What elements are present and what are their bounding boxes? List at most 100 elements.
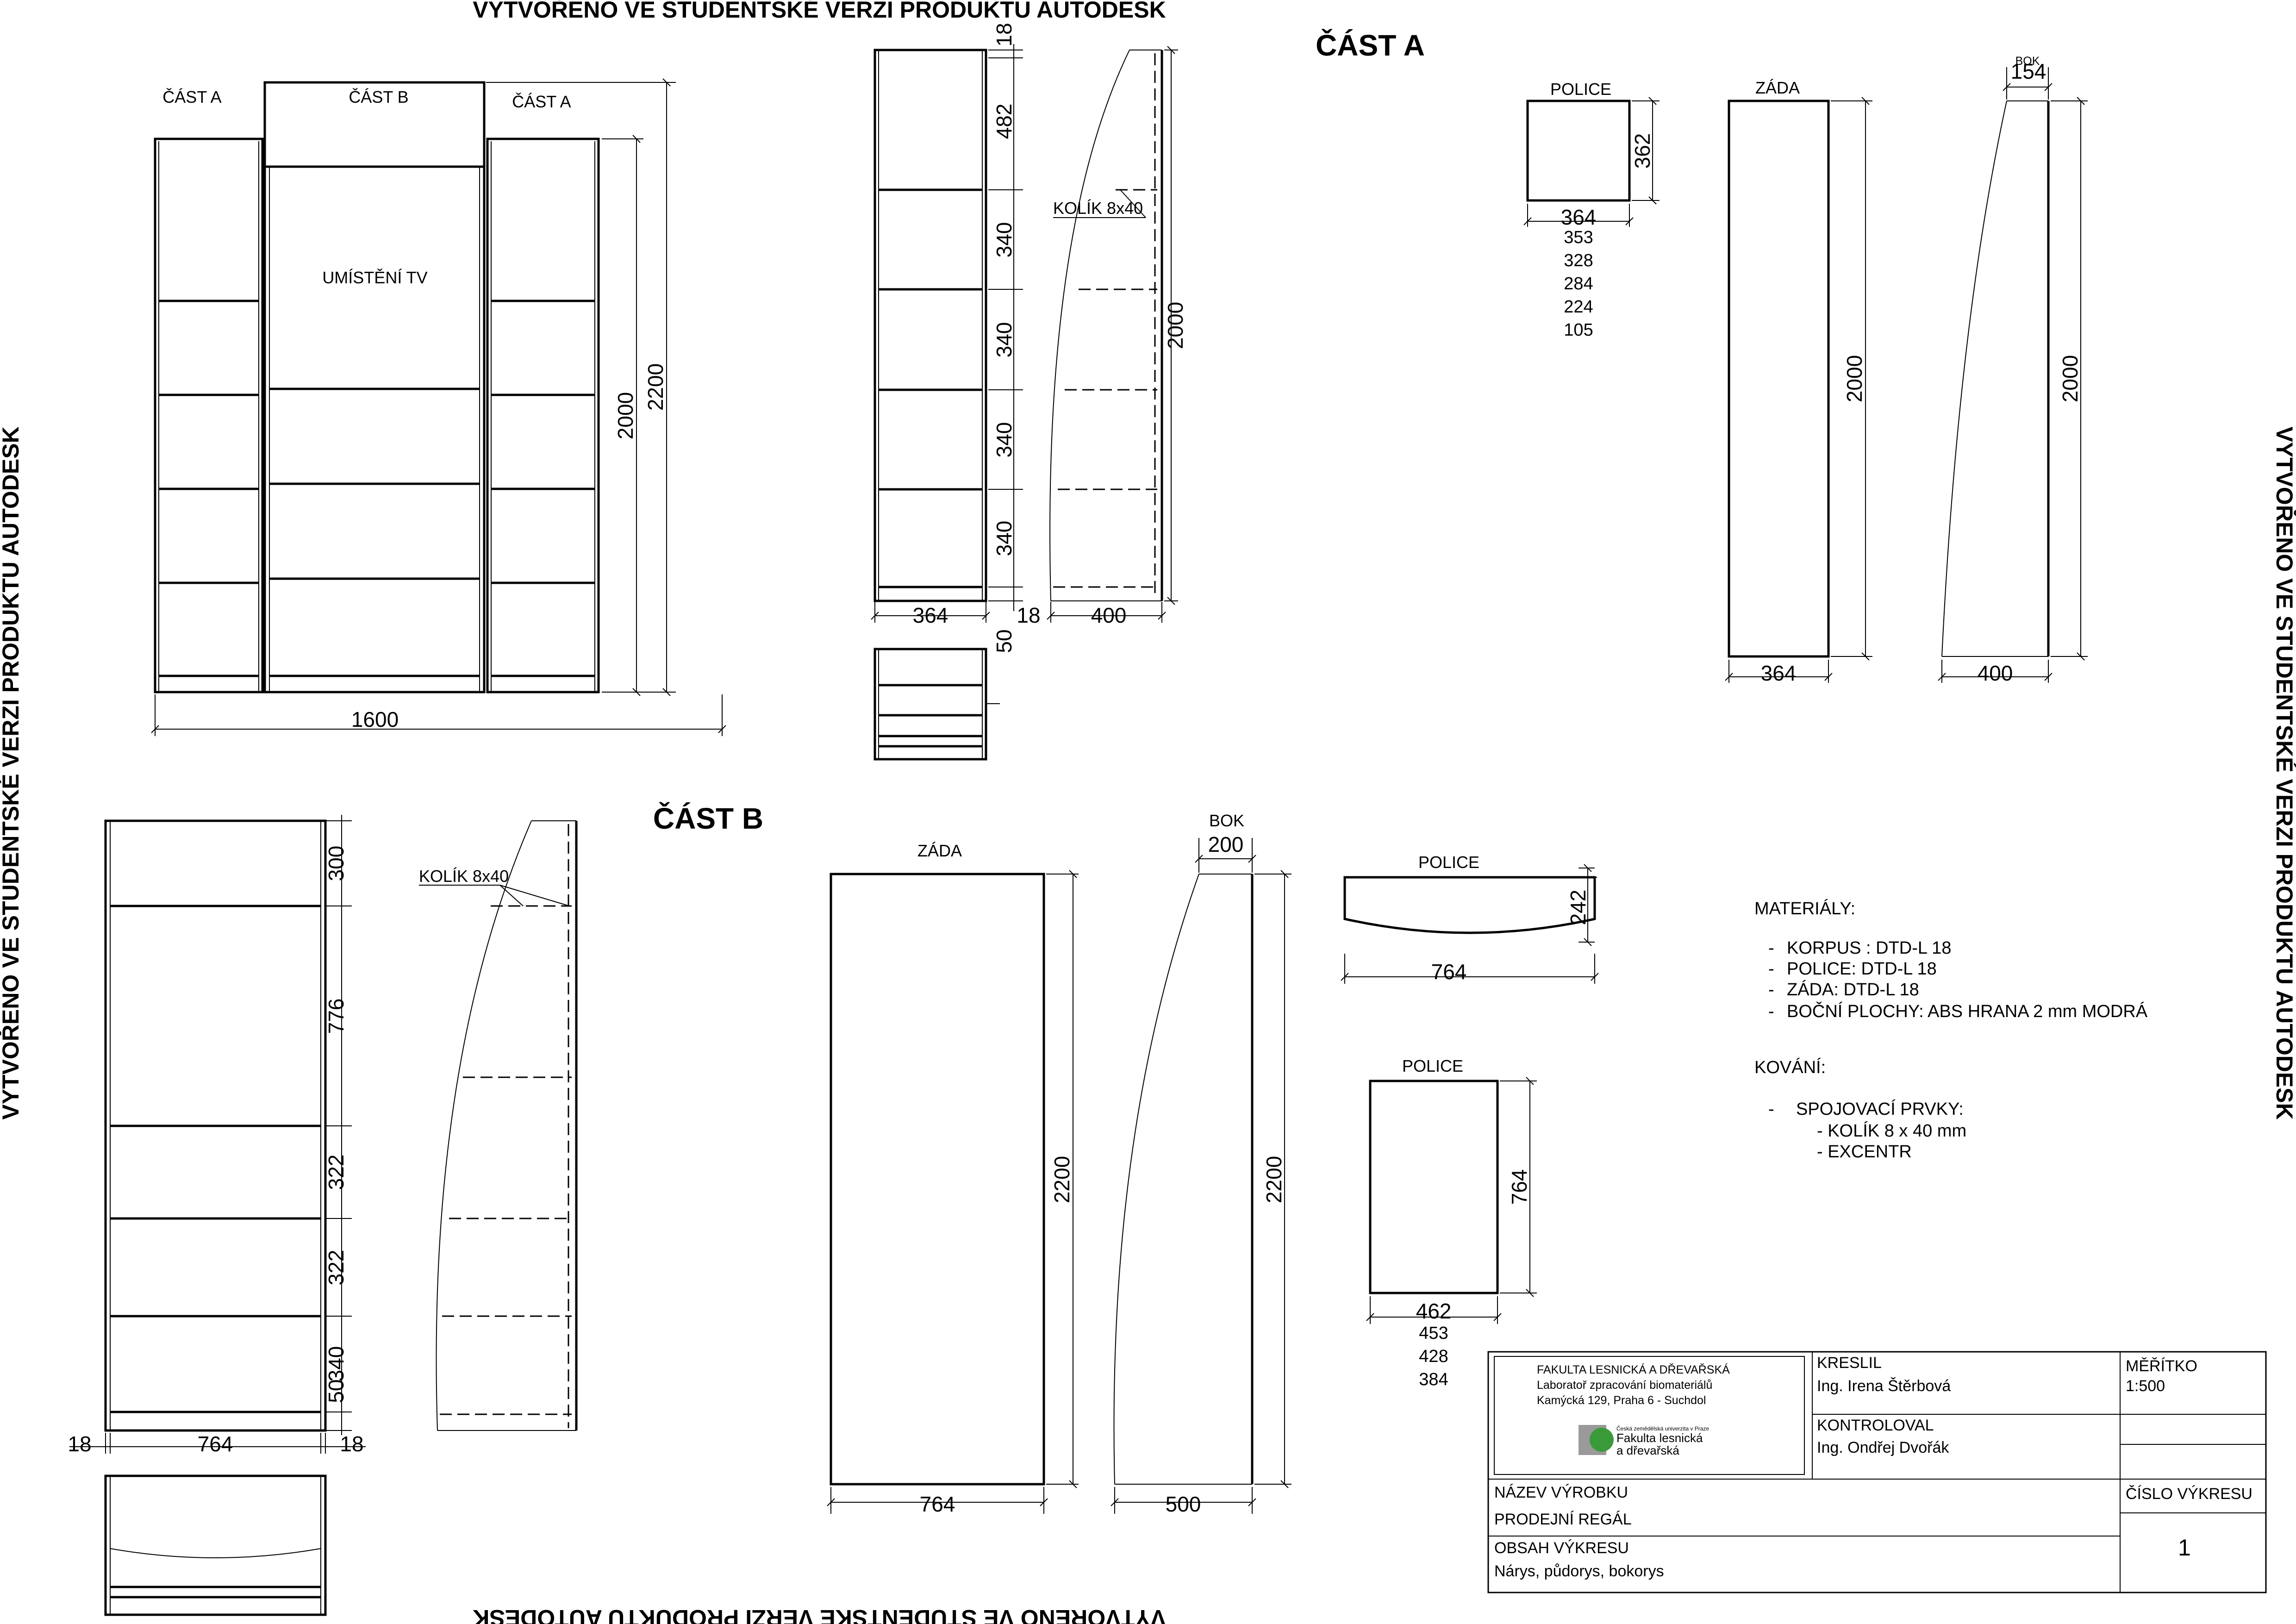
- tb-address: Kamýcká 129, Praha 6 - Suchdol: [1537, 1394, 1706, 1407]
- part-b-shelf1-width-dim: 764: [1431, 960, 1467, 984]
- part-a-carcass: [873, 49, 987, 602]
- part-a-bok-height-dim: 2000: [2058, 355, 2082, 402]
- front-module-right: [486, 137, 600, 693]
- part-b-bok-width-dim: 500: [1166, 1492, 1201, 1516]
- part-b-shelf3-dim: 322: [324, 1155, 348, 1190]
- part-b-bottom-dim: 50: [324, 1379, 348, 1403]
- tb-cislo-label: ČÍSLO VÝKRESU: [2126, 1485, 2252, 1503]
- materials-item-3: ZÁDA: DTD-L 18: [1787, 980, 1919, 999]
- watermark-right: VYTVOŘENO VE STUDENTSKÉ VERZI PRODUKTU A…: [2271, 426, 2296, 1119]
- front-label-part-b: ČÁST B: [349, 87, 408, 106]
- part-a-side-view: KOLÍK 8x40 2000 400: [1047, 46, 1187, 627]
- part-b-bok-top-dim: 200: [1208, 832, 1244, 856]
- part-a-plan-view: [873, 648, 1000, 761]
- part-a-shelf-piece: POLICE 362 364 353 328 284 224 105: [1523, 80, 1660, 340]
- part-a-shelf-height-dim: 362: [1630, 133, 1654, 169]
- part-a-shelf-list-1: 353: [1564, 228, 1593, 247]
- part-b-dowel-label: KOLÍK 8x40: [419, 867, 509, 886]
- materials-bullet-2: -: [1768, 959, 1774, 979]
- tb-kreslil-label: KRESLIL: [1817, 1354, 1882, 1372]
- watermark-top: VYTVOŘENO VE STUDENTSKÉ VERZI PRODUKTU A…: [473, 0, 1166, 23]
- part-b-shelf2-label: POLICE: [1402, 1056, 1463, 1075]
- logo-line-3: a dřevařská: [1616, 1443, 1679, 1457]
- part-b-side-view: KOLÍK 8x40: [419, 820, 578, 1431]
- hardware-heading: KOVÁNÍ:: [1754, 1057, 1826, 1077]
- part-b-shelf5-dim: 340: [324, 1346, 348, 1382]
- logo-line-2: Fakulta lesnická: [1616, 1431, 1703, 1445]
- part-a-back-label: ZÁDA: [1755, 78, 1800, 97]
- part-a-shelf-label: POLICE: [1550, 80, 1611, 99]
- part-b-shelf1-label: POLICE: [1418, 853, 1479, 872]
- part-a-shelf3-dim: 340: [992, 322, 1016, 358]
- part-a-bok-width-dim: 400: [1978, 661, 2013, 685]
- hardware-item: SPOJOVACÍ PRVKY:: [1796, 1099, 1964, 1119]
- tb-obsah: Nárys, půdorys, bokorys: [1494, 1562, 1664, 1580]
- front-height-2000-dim: 2000: [613, 392, 637, 439]
- part-a-depth-dim: 364: [913, 603, 948, 627]
- part-b-back-panel: ZÁDA 2200 764: [827, 841, 1079, 1516]
- part-a-shelf5-dim: 340: [992, 521, 1016, 556]
- part-a-bottom-dim: 50: [992, 629, 1016, 653]
- part-b-shelf4-dim: 322: [324, 1250, 348, 1286]
- materials-item-1: KORPUS : DTD-L 18: [1787, 938, 1951, 958]
- part-a-bok-label: BOK: [2015, 55, 2040, 68]
- part-b-side-panel: BOK 200 2200 500: [1111, 811, 1292, 1516]
- part-b-shelf2-width-dim: 462: [1416, 1299, 1452, 1323]
- logo-line-1: Česká zemědělská univerzita v Praze: [1616, 1425, 1709, 1432]
- part-a-side-panel: BOK 154 2000 400: [1938, 55, 2088, 685]
- front-height-2200-dim: 2200: [643, 363, 668, 411]
- tb-lab: Laboratoř zpracování biomateriálů: [1537, 1379, 1712, 1392]
- tb-kontroloval: Ing. Ondřej Dvořák: [1817, 1439, 1949, 1456]
- hardware-subitem-1: - KOLÍK 8 x 40 mm: [1817, 1121, 1966, 1141]
- title-block: FAKULTA LESNICKÁ A DŘEVAŘSKÁ Laboratoř z…: [1487, 1351, 2267, 1593]
- part-b-carcass: [104, 819, 327, 1432]
- part-b-plan-view: [104, 1474, 327, 1616]
- front-width-dim: 1600: [351, 707, 399, 731]
- materials-bullet-3: -: [1768, 980, 1774, 999]
- part-b-back-label: ZÁDA: [917, 841, 962, 860]
- part-a-back-panel: ZÁDA 2000 364: [1725, 78, 1872, 685]
- part-b-shelf-2: POLICE 764 462 453 428 384: [1366, 1056, 1537, 1389]
- materials-bullet-4: -: [1768, 1002, 1774, 1021]
- front-view: ČÁST A ČÁST B ČÁST A UMÍSTĚNÍ TV: [151, 78, 726, 736]
- tb-obsah-label: OBSAH VÝKRESU: [1494, 1539, 1629, 1557]
- section-a-title: ČÁST A: [1316, 28, 1425, 62]
- part-a-shelf4-dim: 340: [992, 422, 1016, 458]
- part-a-gap-dim: 18: [1017, 603, 1040, 627]
- watermark-right-text: VYTVOŘENO VE STUDENTSKÉ VERZI PRODUKTU A…: [2271, 426, 2296, 1119]
- part-a-shelf-list-4: 224: [1564, 297, 1593, 317]
- part-b-width-dim: 764: [198, 1432, 233, 1456]
- tb-kreslil: Ing. Irena Štěrbová: [1817, 1377, 1951, 1395]
- part-b-back-height-dim: 2200: [1050, 1156, 1074, 1203]
- part-b-shelf2-list-1: 453: [1419, 1324, 1448, 1343]
- hardware-subitem-2: - EXCENTR: [1817, 1142, 1912, 1162]
- part-b-left-board-dim: 18: [68, 1432, 91, 1456]
- watermark-left-text: VYTVOŘENO VE STUDENTSKÉ VERZI PRODUKTU A…: [0, 426, 24, 1119]
- part-b-bok-label: BOK: [1209, 811, 1244, 830]
- part-b-shelf1-height-dim: 242: [1566, 890, 1590, 925]
- part-a-top-dim: 18: [992, 23, 1016, 46]
- tb-meritko-label: MĚŘÍTKO: [2126, 1357, 2197, 1375]
- materials-heading: MATERIÁLY:: [1754, 899, 1855, 918]
- part-a-bok-top-dim: 154: [2011, 59, 2046, 83]
- part-b-front-section: 300 776 322 322 340 50 18 764 18: [68, 815, 366, 1456]
- tb-kontroloval-label: KONTROLOVAL: [1817, 1417, 1934, 1434]
- part-b-shelf-1: POLICE 242 764: [1341, 853, 1599, 984]
- front-module-middle: [263, 81, 486, 693]
- part-b-shelf2-list-3: 384: [1419, 1370, 1448, 1389]
- part-b-bok-height-dim: 2200: [1262, 1156, 1286, 1203]
- part-a-shelf1-dim: 482: [992, 104, 1016, 139]
- part-a-side-height-dim: 2000: [1163, 302, 1187, 349]
- watermark-bottom-text: VYTVOŘENO VE STUDENTSKÉ VERZI PRODUKTU A…: [473, 1605, 1166, 1624]
- part-b-back-width-dim: 764: [920, 1492, 955, 1516]
- front-label-part-a-right: ČÁST A: [512, 92, 571, 111]
- materials-bullet-1: -: [1768, 938, 1774, 958]
- watermark-bottom: VYTVOŘENO VE STUDENTSKÉ VERZI PRODUKTU A…: [473, 1605, 1166, 1624]
- tb-cislo: 1: [2178, 1535, 2191, 1561]
- watermark-top-text: VYTVOŘENO VE STUDENTSKÉ VERZI PRODUKTU A…: [473, 0, 1166, 23]
- materials-item-2: POLICE: DTD-L 18: [1787, 959, 1937, 979]
- part-a-dowel-label: KOLÍK 8x40: [1053, 199, 1143, 218]
- part-a-shelf-width-dim: 364: [1561, 205, 1597, 229]
- tb-nazev: PRODEJNÍ REGÁL: [1494, 1511, 1632, 1528]
